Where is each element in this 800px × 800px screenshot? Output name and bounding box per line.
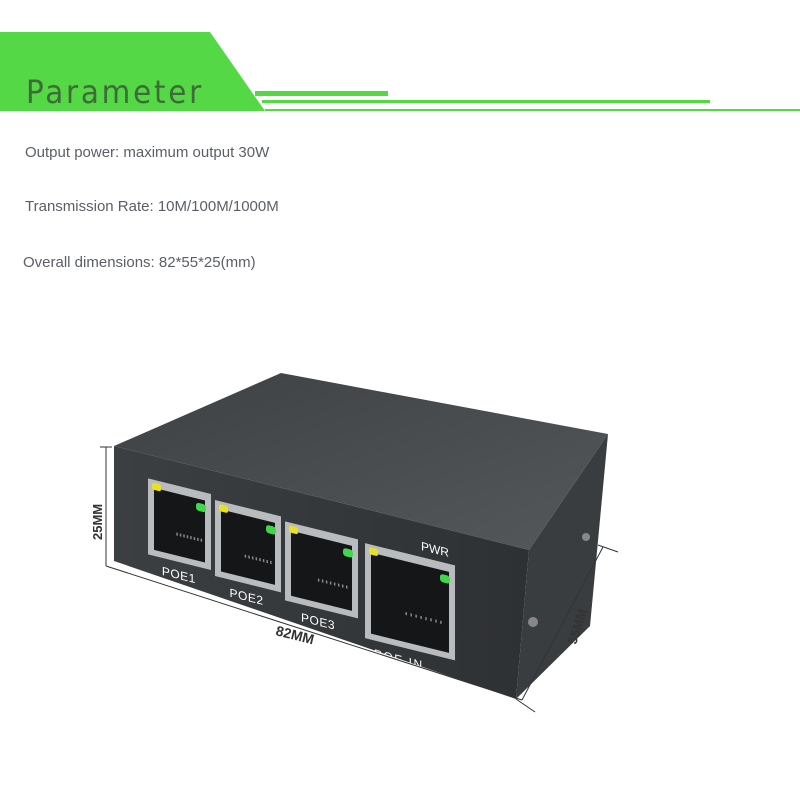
spec-output-power: Output power: maximum output 30W	[25, 144, 270, 161]
banner-line-2	[262, 100, 710, 103]
screw-icon	[582, 533, 590, 541]
port-pin	[415, 614, 417, 618]
port-pin	[259, 558, 261, 562]
port-pin	[244, 554, 247, 558]
port-pin	[420, 615, 422, 620]
link-led-yellow	[219, 504, 228, 513]
page-title: Parameter	[26, 73, 205, 111]
port-pin	[329, 581, 332, 585]
activity-led-green	[440, 574, 450, 584]
port-pin	[183, 534, 185, 538]
port-pin	[262, 558, 265, 563]
port-pin	[186, 535, 189, 539]
port-pin	[176, 532, 178, 536]
port-pin	[200, 538, 203, 542]
port-pin	[266, 559, 268, 564]
port-pin	[425, 616, 427, 621]
port-pin	[255, 557, 258, 561]
port-opening	[371, 552, 449, 653]
banner-line-3	[265, 109, 800, 111]
spec-transmission-rate: Transmission Rate: 10M/100M/1000M	[25, 198, 279, 215]
screw-icon	[528, 617, 538, 627]
port-pin	[179, 533, 182, 537]
ethernet-port[interactable]: POE1	[148, 478, 211, 590]
port-pin	[197, 537, 199, 542]
port-pin	[270, 560, 272, 565]
banner-line-1	[255, 91, 388, 96]
header-banner	[0, 32, 800, 111]
port-pin	[248, 555, 250, 559]
device-side-face	[516, 434, 608, 699]
activity-led-green	[266, 525, 276, 535]
ethernet-port[interactable]: POE IN	[365, 543, 455, 680]
activity-led-green	[343, 548, 353, 558]
port-opening	[154, 487, 205, 563]
port-pin	[321, 579, 324, 583]
link-led-yellow	[152, 482, 161, 492]
port-pin	[317, 578, 320, 582]
port-pin	[440, 620, 442, 624]
port-pin	[410, 613, 412, 617]
port-pin	[430, 618, 432, 622]
port-pin	[333, 582, 336, 586]
port-opening	[291, 530, 352, 611]
port-pin	[337, 583, 340, 587]
height-dimension: 25MM	[90, 504, 105, 540]
port-pin	[341, 584, 344, 588]
ethernet-port[interactable]: POE2	[215, 499, 281, 612]
ethernet-port[interactable]: POE3	[285, 521, 358, 638]
port-opening	[221, 509, 275, 585]
port-pin	[345, 585, 348, 589]
device-top-face	[114, 373, 608, 550]
port-pin	[435, 619, 437, 623]
link-led-yellow	[289, 525, 298, 535]
activity-led-green	[196, 502, 206, 513]
banner-shape	[0, 32, 265, 111]
port-pin	[193, 536, 196, 541]
link-led-yellow	[369, 547, 378, 556]
port-pin	[325, 580, 328, 584]
port-pin	[190, 535, 192, 540]
port-pin	[405, 612, 407, 616]
spec-dimensions: Overall dimensions: 82*55*25(mm)	[23, 254, 256, 271]
port-pin	[251, 556, 254, 560]
